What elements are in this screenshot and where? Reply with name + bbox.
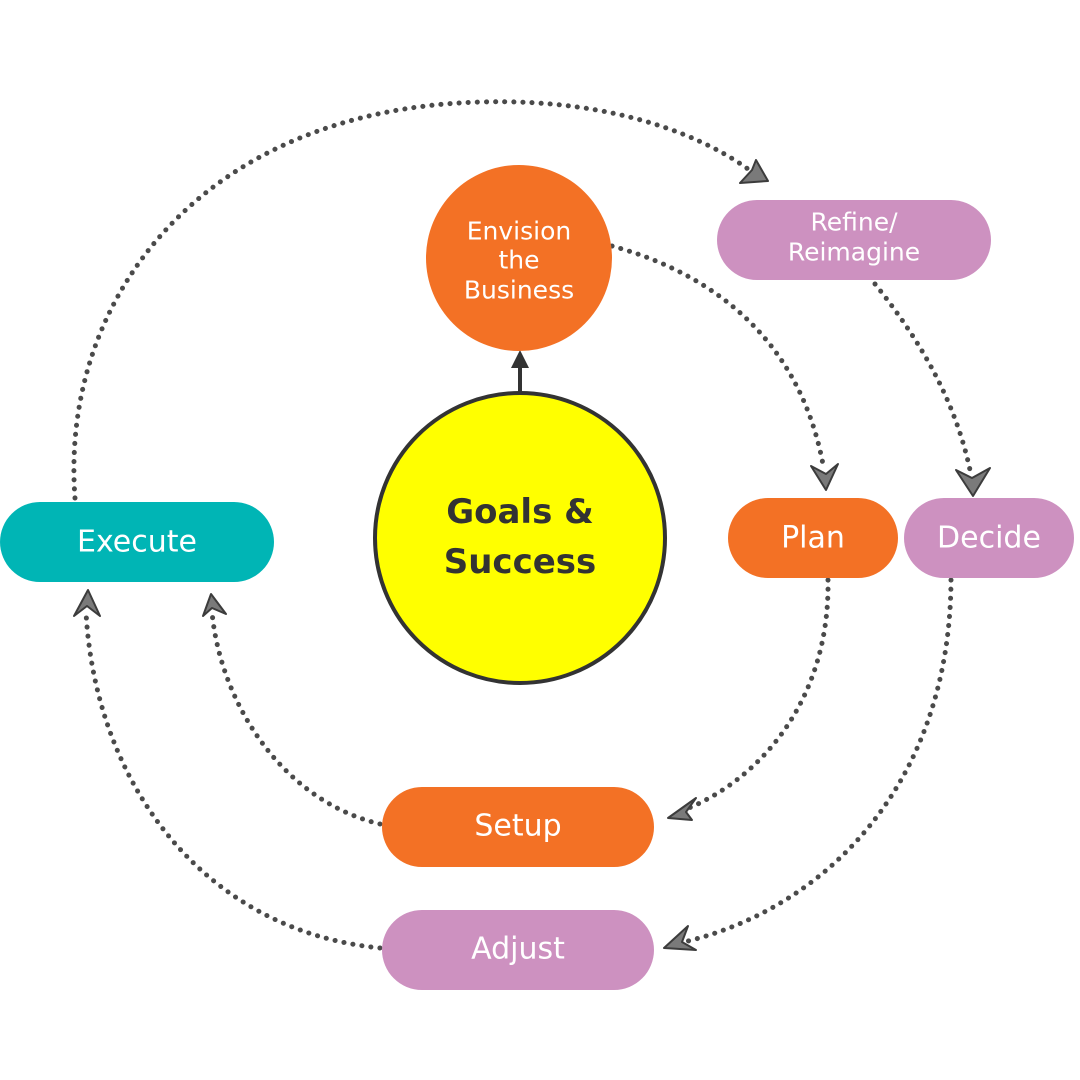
goals-circle xyxy=(373,391,667,685)
connector-setup-to-execute xyxy=(209,609,383,827)
plan-pill xyxy=(728,498,898,578)
decide-label: Decide xyxy=(937,521,1041,556)
arrowhead-to-decide xyxy=(955,467,991,497)
arrowhead-to-execute-inner xyxy=(202,593,227,617)
envision-circle xyxy=(426,165,612,351)
goals-label-line1: Goals & xyxy=(446,492,594,532)
execute-label: Execute xyxy=(77,525,197,560)
decide-pill xyxy=(904,498,1074,578)
node-refine: Refine/ Reimagine xyxy=(717,200,991,280)
connector-envision-to-plan xyxy=(609,243,827,473)
refine-label-line1: Refine/ xyxy=(810,208,898,237)
arrowhead-to-refine xyxy=(739,159,769,184)
node-decide: Decide xyxy=(904,498,1074,578)
connector-adjust-to-execute xyxy=(83,609,383,951)
arrowhead-to-plan xyxy=(810,463,839,491)
setup-pill xyxy=(382,787,654,867)
node-adjust: Adjust xyxy=(382,910,654,990)
refine-label-line2: Reimagine xyxy=(788,238,920,267)
adjust-pill xyxy=(382,910,654,990)
plan-label: Plan xyxy=(781,521,845,556)
goals-label-line2: Success xyxy=(444,542,597,582)
connector-refine-to-decide xyxy=(872,281,973,473)
setup-label: Setup xyxy=(474,809,561,844)
envision-label-line3: Business xyxy=(464,276,574,305)
envision-label-line1: Envision xyxy=(467,217,572,246)
arrowhead-to-adjust xyxy=(663,925,697,951)
connector-execute-to-refine xyxy=(71,99,755,501)
connector-plan-to-setup xyxy=(681,577,831,813)
refine-pill xyxy=(717,200,991,280)
arrowhead-to-envision xyxy=(511,350,529,368)
node-goals-success: Goals & Success xyxy=(373,391,667,685)
arrowhead-to-setup xyxy=(667,797,697,821)
node-setup: Setup xyxy=(382,787,654,867)
node-envision: Envision the Business xyxy=(426,165,612,351)
arrowhead-to-execute-outer xyxy=(73,589,101,617)
adjust-label: Adjust xyxy=(471,932,565,967)
node-plan: Plan xyxy=(728,498,898,578)
execute-pill xyxy=(0,502,274,582)
envision-label-line2: the xyxy=(498,246,539,275)
node-execute: Execute xyxy=(0,502,274,582)
connector-decide-to-adjust xyxy=(681,577,954,945)
